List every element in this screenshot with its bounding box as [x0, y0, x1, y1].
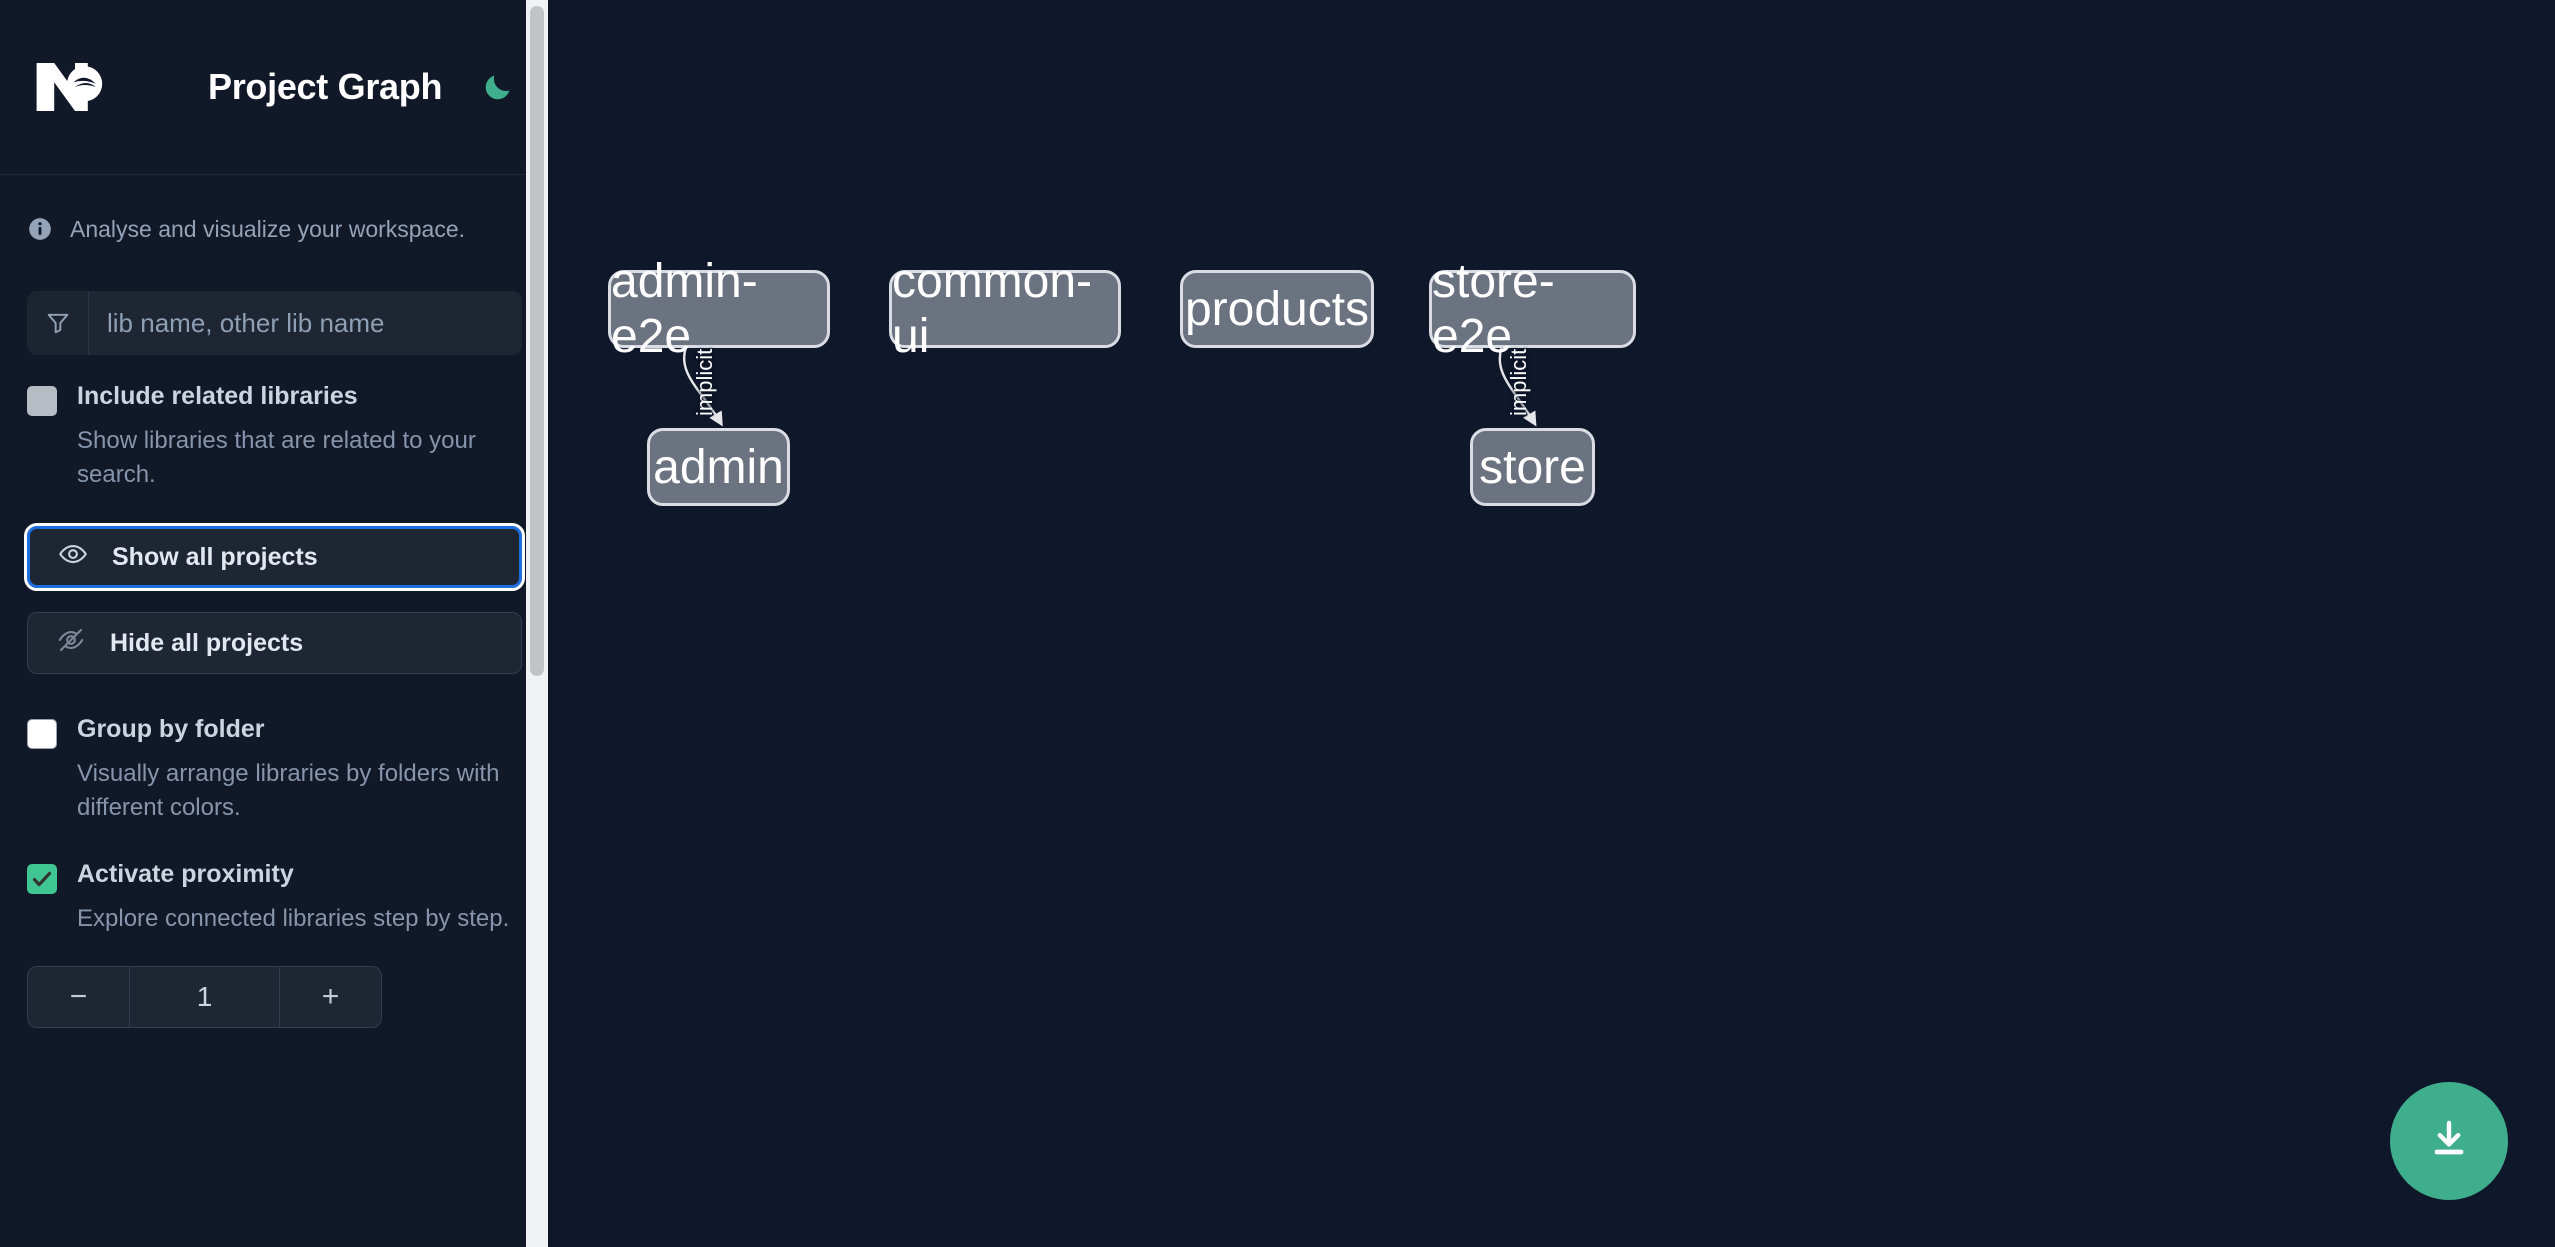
- sidebar-scrollbar-track[interactable]: [526, 0, 548, 1247]
- graph-canvas[interactable]: admin-e2e common-ui products store-e2e admin…: [548, 0, 2555, 1247]
- graph-node-common-ui[interactable]: common-ui: [889, 255, 1121, 363]
- graph-node-store-e2e[interactable]: store-e2e: [1429, 255, 1636, 363]
- sidebar-scrollbar-thumb[interactable]: [530, 6, 544, 676]
- group-by-folder-description: Visually arrange libraries by folders wi…: [77, 760, 500, 822]
- search-box[interactable]: [27, 291, 522, 355]
- filter-section: [0, 253, 548, 355]
- include-related-libraries-label: Include related libraries: [77, 382, 358, 410]
- group-by-folder-label: Group by folder: [77, 715, 265, 744]
- hide-all-projects-button[interactable]: Hide all projects: [27, 612, 522, 675]
- graph-edges: [683, 347, 1537, 427]
- button-spacer: [27, 588, 510, 612]
- info-banner-text: Analyse and visualize your workspace.: [70, 215, 466, 242]
- page-title: Project Graph: [208, 66, 443, 107]
- nx-logo-icon: [27, 54, 123, 120]
- hide-all-projects-label: Hide all projects: [110, 628, 304, 657]
- sidebar: Project Graph Analyse and visualize your…: [0, 0, 548, 1247]
- moon-icon[interactable]: [478, 67, 518, 107]
- activate-proximity-row[interactable]: Activate proximity: [27, 859, 510, 895]
- filter-funnel-icon: [27, 291, 89, 355]
- download-button[interactable]: [2390, 1082, 2508, 1200]
- activate-proximity-label: Activate proximity: [77, 860, 294, 889]
- sidebar-header: Project Graph: [0, 0, 548, 175]
- graph-node-admin[interactable]: admin: [647, 428, 790, 506]
- group-by-folder-checkbox[interactable]: [27, 719, 57, 750]
- option-activate-proximity: Activate proximity Explore connected lib…: [0, 825, 548, 936]
- info-circle-icon: [27, 216, 53, 242]
- visibility-buttons: Show all projects Hide all projects: [0, 492, 548, 675]
- show-all-projects-label: Show all projects: [112, 542, 318, 571]
- proximity-stepper[interactable]: − 1 +: [27, 966, 382, 1029]
- graph-edge-admin-e2e-to-admin[interactable]: [683, 347, 723, 427]
- activate-proximity-checkbox[interactable]: [27, 864, 57, 895]
- option-include-related-libraries: Include related libraries Show libraries…: [0, 355, 548, 492]
- include-related-libraries-checkbox[interactable]: [27, 386, 57, 416]
- eye-off-icon: [56, 625, 86, 662]
- sidebar-scroll-area: Project Graph Analyse and visualize your…: [0, 0, 548, 1247]
- proximity-stepper-wrap: − 1 +: [0, 936, 548, 1029]
- download-icon: [2425, 1116, 2473, 1167]
- include-related-libraries-row[interactable]: Include related libraries: [27, 381, 510, 416]
- search-input[interactable]: [89, 291, 522, 355]
- activate-proximity-description: Explore connected libraries step by step…: [77, 905, 510, 933]
- eye-icon: [58, 539, 88, 576]
- stepper-decrement-button[interactable]: −: [28, 967, 130, 1028]
- info-banner: Analyse and visualize your workspace.: [0, 175, 548, 253]
- graph-node-admin-e2e[interactable]: admin-e2e: [608, 255, 830, 363]
- graph-node-store[interactable]: store: [1470, 428, 1595, 506]
- edge-label-store-e2e-to-store: implicit: [1506, 348, 1532, 416]
- graph-node-products[interactable]: products: [1180, 270, 1374, 348]
- option-group-by-folder: Group by folder Visually arrange librari…: [0, 674, 548, 825]
- include-related-libraries-description: Show libraries that are related to your …: [77, 427, 476, 489]
- show-all-projects-button[interactable]: Show all projects: [24, 523, 525, 592]
- stepper-value: 1: [196, 981, 213, 1013]
- stepper-increment-button[interactable]: +: [279, 967, 381, 1028]
- group-by-folder-row[interactable]: Group by folder: [27, 714, 510, 750]
- edge-label-admin-e2e-to-admin: implicit: [691, 348, 717, 416]
- graph-edge-store-e2e-to-store[interactable]: [1498, 347, 1537, 427]
